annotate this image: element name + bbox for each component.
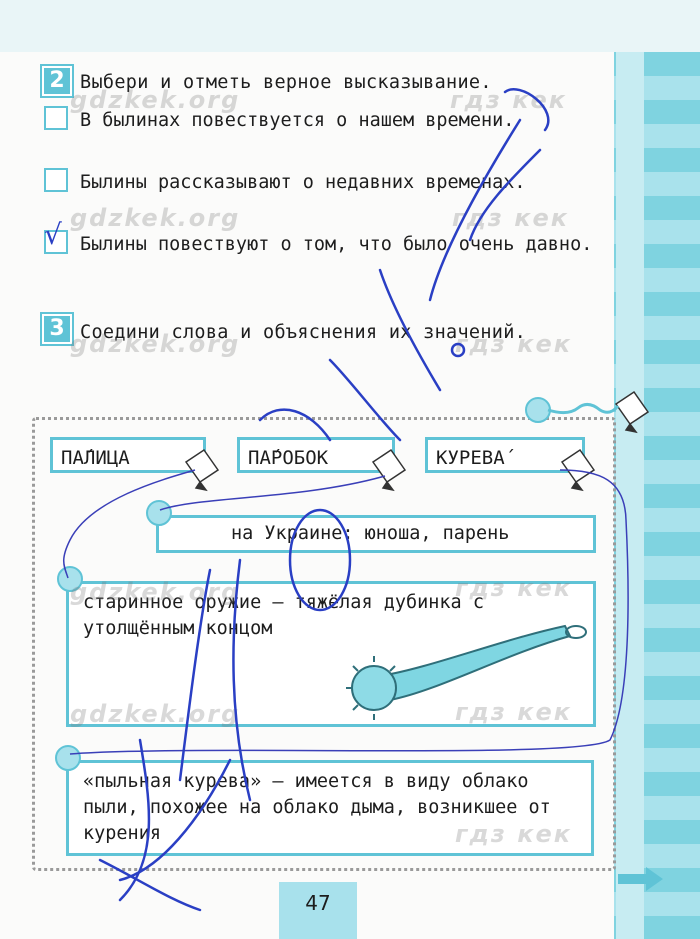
word-kureva[interactable]: КУРЕВА́ [425, 437, 585, 473]
decor-squiggle [547, 403, 620, 415]
connector-dot-2[interactable] [57, 566, 83, 592]
definition-1[interactable]: на Украине: юноша, парень [156, 515, 596, 553]
watermark-brand: гдз кек [455, 698, 573, 726]
watermark-brand: гдз кек [455, 330, 573, 358]
watermark-brand: гдз кек [455, 820, 573, 848]
option-2-checkbox[interactable] [44, 168, 68, 192]
task-3-question: Соедини слова и объяснения их значений. [80, 322, 527, 343]
word-palitsa[interactable]: ПА́ЛИЦА [50, 437, 206, 473]
task-2-number: 2 [42, 66, 72, 96]
option-3-text: Былины повествуют о том, что было очень … [80, 234, 593, 255]
task-3-number: 3 [42, 314, 72, 344]
word-parobok[interactable]: ПА́РОБОК [237, 437, 395, 473]
top-margin [0, 0, 700, 52]
watermark-site: gdzkek.org [70, 330, 241, 358]
connector-dot-3[interactable] [55, 745, 81, 771]
definition-2-text: старинное оружие – тяжёлая дубинка с уто… [83, 592, 484, 639]
watermark-site: gdzkek.org [70, 204, 241, 232]
matching-area [32, 417, 616, 871]
option-1-text: В былинах повествуется о нашем времени. [80, 110, 515, 131]
watermark-brand: гдз кек [455, 574, 573, 602]
option-1-checkbox[interactable] [44, 106, 68, 130]
page-number: 47 [279, 882, 357, 939]
option-2-text: Былины рассказывают о недавних временах. [80, 172, 526, 193]
mace-illustration [346, 624, 587, 720]
check-mark-icon: √ [44, 218, 62, 251]
option-3-checkbox[interactable]: √ [44, 218, 68, 254]
next-page-arrow-icon[interactable] [618, 866, 664, 892]
connector-dot-1[interactable] [146, 500, 172, 526]
watermark-site-alt: gdzkek.org [70, 700, 241, 728]
watermark-brand: гдз кек [452, 204, 570, 232]
watermark-site: gdzkek.org [70, 578, 241, 606]
pencil-icon [184, 390, 650, 492]
task-2-question: Выбери и отметь верное высказывание. [80, 72, 492, 93]
watermark-site: gdzkek.org [70, 86, 241, 114]
